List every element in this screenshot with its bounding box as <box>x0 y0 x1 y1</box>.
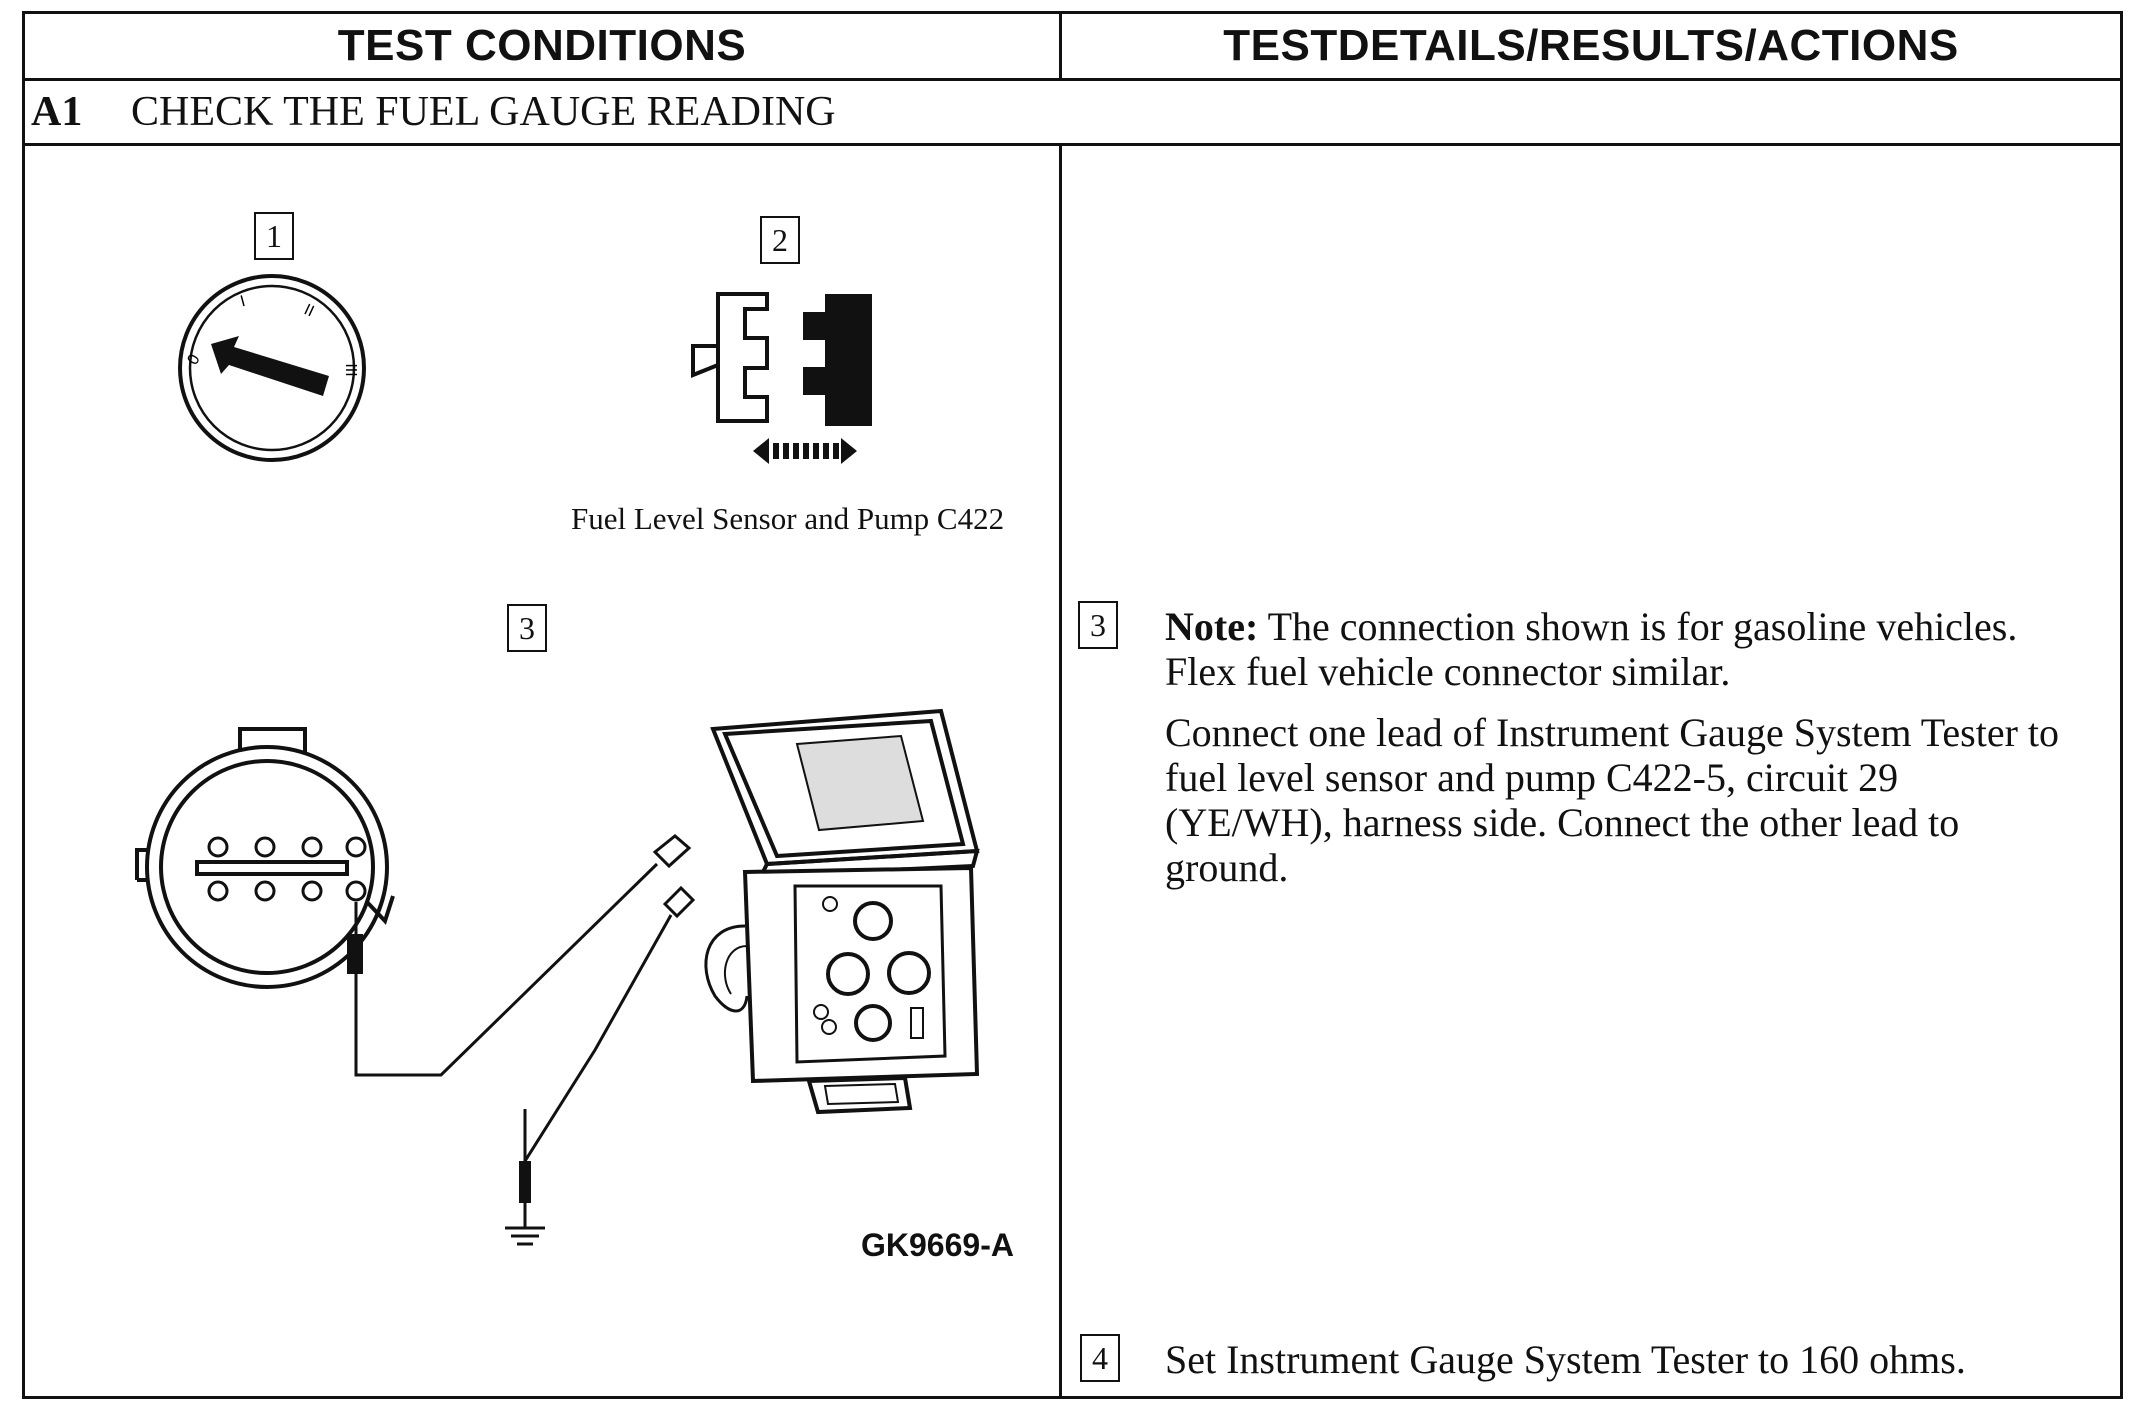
ignition-mark-3: III <box>342 363 359 376</box>
column-divider <box>1059 14 1062 78</box>
note-text: The connection shown is for gasoline veh… <box>1165 604 2018 694</box>
ignition-switch-icon <box>178 274 366 462</box>
diagram-art: 0 I II III <box>135 274 980 1246</box>
test-procedure-table: TEST CONDITIONS TESTDETAILS/RESULTS/ACTI… <box>22 11 2123 1399</box>
double-arrow-icon <box>753 438 857 464</box>
note-label: Note: <box>1165 604 1259 649</box>
connector-disconnect-icon <box>691 292 769 423</box>
c422-terminals <box>207 836 367 902</box>
step-title: CHECK THE FUEL GAUGE READING <box>131 89 836 135</box>
ground-lead-probe-icon <box>519 1161 531 1203</box>
step-row: A1 CHECK THE FUEL GAUGE READING <box>25 81 2120 143</box>
ground-icon <box>505 1203 545 1246</box>
detail-instruction-3: Connect one lead of Instrument Gauge Sys… <box>1165 710 2060 890</box>
header-divider <box>25 78 2120 81</box>
lead-plugs <box>652 834 696 919</box>
test-details-header: TESTDETAILS/RESULTS/ACTIONS <box>1223 21 1959 70</box>
mating-connector-icon <box>803 294 872 426</box>
step-divider <box>25 143 2120 146</box>
connector-caption: Fuel Level Sensor and Pump C422 <box>571 501 1005 536</box>
test-conditions-diagram: 1 2 3 0 I II III <box>25 146 1059 1396</box>
c422-connector-icon <box>135 727 395 989</box>
detail-note: Note: The connection shown is for gasoli… <box>1165 604 2065 694</box>
detail-callout-3: 3 <box>1078 601 1118 649</box>
test-lead-wires <box>354 862 673 1196</box>
callout-1: 1 <box>254 212 294 260</box>
ignition-mark-1: I <box>238 293 247 311</box>
column-divider-body <box>1059 146 1062 1396</box>
detail-callout-4: 4 <box>1080 1334 1120 1382</box>
figure-id: GK9669-A <box>861 1227 1014 1263</box>
callout-2: 2 <box>760 216 800 264</box>
test-conditions-header: TEST CONDITIONS <box>337 21 747 70</box>
callout-3: 3 <box>507 604 547 652</box>
detail-instruction-4: Set Instrument Gauge System Tester to 16… <box>1165 1337 1966 1382</box>
step-id: A1 <box>31 89 83 135</box>
gauge-system-tester-icon <box>704 708 980 1115</box>
detail-item-3: Note: The connection shown is for gasoli… <box>1165 604 2065 890</box>
